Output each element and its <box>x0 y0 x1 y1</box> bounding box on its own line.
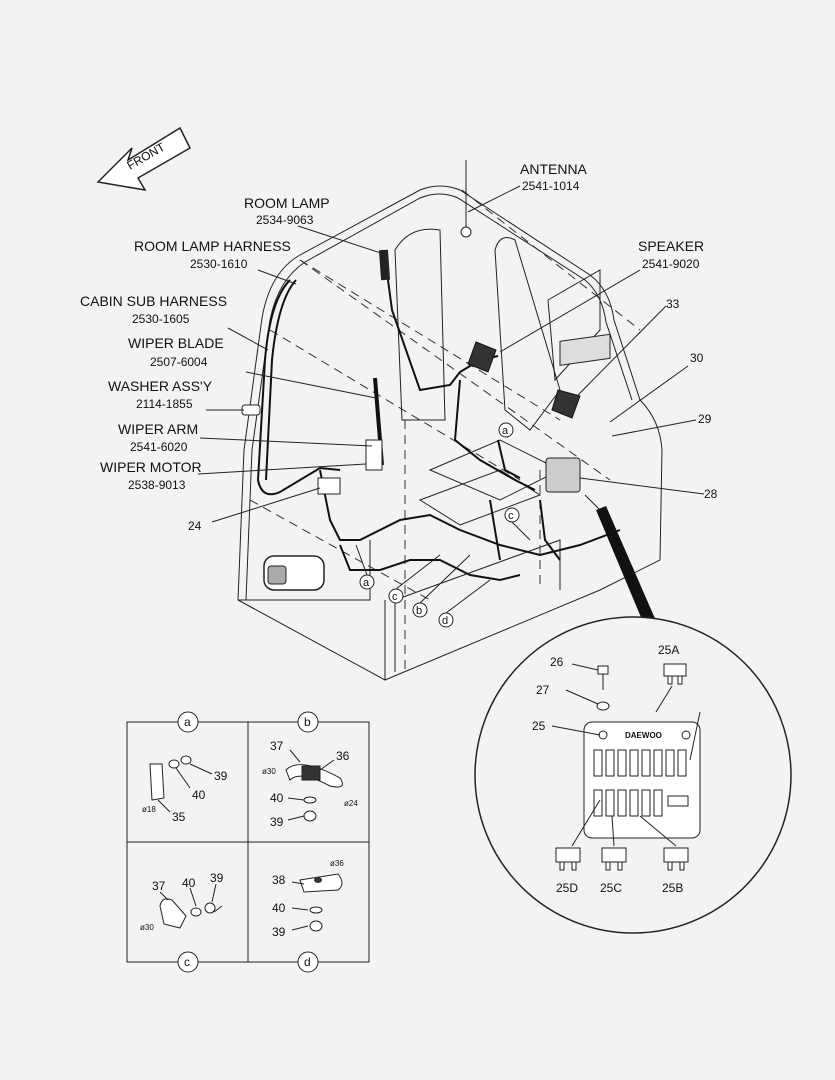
marker-a-top: a <box>502 425 509 437</box>
washer-label: WASHER ASS'Y <box>108 378 213 394</box>
fuse-box-small-icon <box>545 457 581 493</box>
detail-d-40: 40 <box>272 901 286 915</box>
detail-b-title: b <box>304 715 311 729</box>
detail-d-dia: ø36 <box>330 859 344 868</box>
marker-d: d <box>442 615 448 627</box>
detail-d: 38 40 39 ø36 <box>272 859 344 939</box>
zoom-pointer <box>584 494 660 634</box>
fuse-25d-icon <box>555 847 581 871</box>
speaker-left-icon <box>467 341 497 373</box>
front-arrow-icon: FRONT <box>96 126 191 192</box>
antenna-label: ANTENNA <box>520 161 588 177</box>
cabin-frame <box>237 185 663 681</box>
speaker-label: SPEAKER <box>638 238 704 254</box>
antenna-number: 2541-1014 <box>522 179 580 193</box>
speaker-right-icon <box>551 389 581 419</box>
callout-25d: 25D <box>556 881 578 895</box>
marker-b: b <box>416 605 422 617</box>
detail-a-title: a <box>184 715 191 729</box>
relay-box-icon <box>317 477 341 495</box>
detail-a-40: 40 <box>192 788 206 802</box>
wiper-arm-number: 2541-6020 <box>130 440 188 454</box>
callout-33: 33 <box>666 297 680 311</box>
washer-number: 2114-1855 <box>136 397 193 411</box>
detail-b-dia2: ø24 <box>344 799 358 808</box>
detail-b-37: 37 <box>270 739 284 753</box>
detail-b-36: 36 <box>336 749 350 763</box>
fuse-box-detail: DAEWOO <box>474 616 792 934</box>
detail-a-35: 35 <box>172 810 186 824</box>
detail-c-37: 37 <box>152 879 166 893</box>
marker-a-bottom: a <box>363 577 370 589</box>
wiper-arm-label: WIPER ARM <box>118 421 198 437</box>
room-lamp-harness-label: ROOM LAMP HARNESS <box>134 238 291 254</box>
wiper-blade-label: WIPER BLADE <box>128 335 224 351</box>
cabin-sub-harness-number: 2530-1605 <box>132 312 190 326</box>
detail-c-dia: ø30 <box>140 923 154 932</box>
wiper-motor-label: WIPER MOTOR <box>100 459 202 475</box>
washer-icon <box>241 404 261 416</box>
wiper-motor-number: 2538-9013 <box>128 478 186 492</box>
callout-25: 25 <box>532 719 546 733</box>
detail-b: 37 36 40 39 ø30 ø24 <box>262 739 358 829</box>
room-lamp-harness-number: 2530-1610 <box>190 257 248 271</box>
callout-24: 24 <box>188 519 202 533</box>
foot-pedal-icon <box>263 555 325 591</box>
detail-a: 39 40 35 ø18 <box>142 755 228 824</box>
detail-d-39: 39 <box>272 925 286 939</box>
fuse-box-logo: DAEWOO <box>625 731 662 740</box>
washer-ring-icon <box>596 701 610 711</box>
marker-c-top: c <box>508 510 514 522</box>
detail-b-40: 40 <box>270 791 284 805</box>
detail-a-39: 39 <box>214 769 228 783</box>
leader-lines <box>197 185 705 523</box>
wiper-motor-icon <box>365 439 383 471</box>
radio-unit-icon <box>559 333 611 366</box>
detail-grid: a b c d <box>126 711 370 973</box>
room-lamp-icon <box>378 249 391 281</box>
detail-d-title: d <box>304 955 311 969</box>
speaker-number: 2541-9020 <box>642 257 700 271</box>
cabin-sub-harness-label: CABIN SUB HARNESS <box>80 293 227 309</box>
marker-c-bottom: c <box>392 591 398 603</box>
callout-29: 29 <box>698 412 712 426</box>
fuse-25c-icon <box>601 847 627 871</box>
wiper-blade-number: 2507-6004 <box>150 355 208 369</box>
detail-c: 37 40 39 ø30 <box>140 871 224 932</box>
callout-28: 28 <box>704 487 718 501</box>
fuse-25b-icon <box>663 847 689 871</box>
detail-c-40: 40 <box>182 876 196 890</box>
room-lamp-number: 2534-9063 <box>256 213 314 227</box>
fuse-row-top <box>593 749 687 777</box>
callout-30: 30 <box>690 351 704 365</box>
callout-25b: 25B <box>662 881 683 895</box>
callout-25c: 25C <box>600 881 622 895</box>
fuse-25a-icon <box>663 663 687 685</box>
detail-a-dia: ø18 <box>142 805 156 814</box>
room-lamp-label: ROOM LAMP <box>244 195 330 211</box>
detail-c-title: c <box>184 955 190 969</box>
callout-25a: 25A <box>658 643 679 657</box>
detail-b-39: 39 <box>270 815 284 829</box>
detail-d-38: 38 <box>272 873 286 887</box>
detail-c-39: 39 <box>210 871 224 885</box>
callout-26: 26 <box>550 655 564 669</box>
harness-wiring <box>256 160 621 582</box>
detail-b-dia1: ø30 <box>262 767 276 776</box>
callout-27: 27 <box>536 683 550 697</box>
